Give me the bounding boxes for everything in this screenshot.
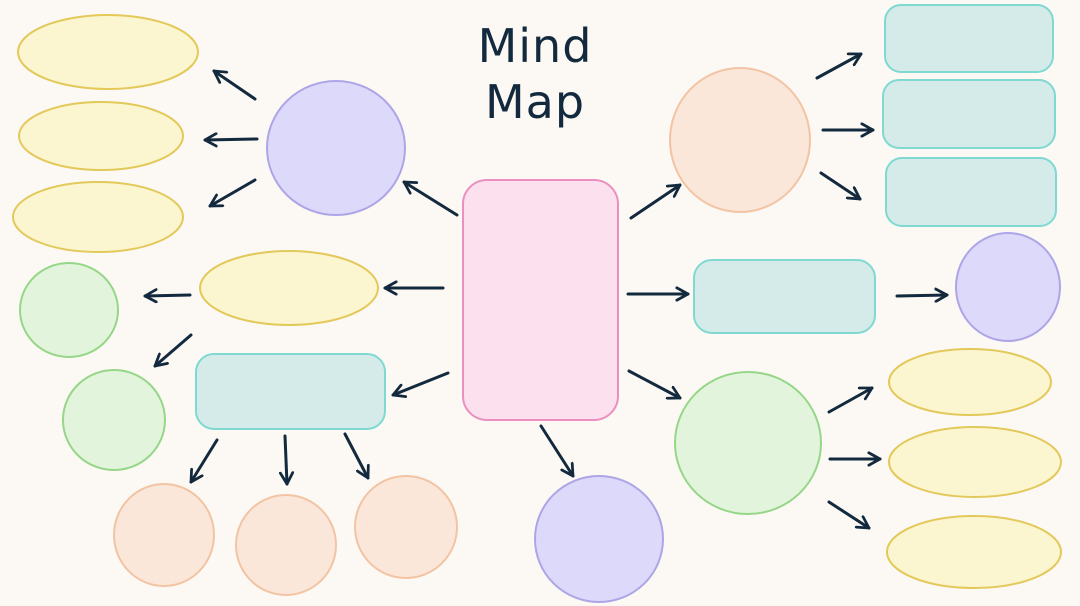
leaf-node-bottom-circle-1[interactable] bbox=[113, 483, 215, 587]
arrow-icon bbox=[827, 500, 871, 530]
title-line-2: Map bbox=[484, 75, 586, 129]
arrow-icon bbox=[343, 432, 368, 480]
leaf-node-bottom-right-oval-3[interactable] bbox=[886, 515, 1062, 589]
branch-node-left-rect[interactable] bbox=[195, 353, 386, 430]
branch-node-right-rect[interactable] bbox=[693, 259, 876, 334]
leaf-node-top-left-1[interactable] bbox=[17, 14, 199, 90]
central-node[interactable] bbox=[462, 179, 619, 421]
leaf-node-left-circle-2[interactable] bbox=[62, 369, 166, 471]
leaf-node-bottom-right-oval-1[interactable] bbox=[888, 348, 1052, 416]
arrow-icon bbox=[143, 295, 192, 296]
leaf-node-bottom-circle-2[interactable] bbox=[235, 494, 337, 596]
branch-node-lower-right-circle[interactable] bbox=[674, 371, 822, 515]
leaf-node-top-right-rect-2[interactable] bbox=[882, 79, 1056, 149]
arrow-icon bbox=[391, 371, 450, 395]
branch-node-upper-left-circle[interactable] bbox=[266, 80, 406, 216]
leaf-node-top-left-3[interactable] bbox=[12, 181, 184, 253]
leaf-node-top-right-rect-1[interactable] bbox=[884, 4, 1054, 73]
arrow-icon bbox=[895, 295, 949, 296]
branch-node-upper-right-circle[interactable] bbox=[669, 67, 811, 213]
arrow-icon bbox=[815, 52, 863, 80]
arrow-icon bbox=[212, 69, 257, 101]
leaf-node-right-circle[interactable] bbox=[955, 232, 1061, 342]
connector-arrows bbox=[143, 52, 949, 530]
arrow-icon bbox=[827, 386, 874, 414]
arrow-icon bbox=[819, 171, 862, 201]
arrow-icon bbox=[627, 369, 682, 398]
branch-node-left-oval[interactable] bbox=[199, 250, 379, 326]
page-title: Mind Map bbox=[430, 18, 640, 130]
arrow-icon bbox=[629, 183, 682, 220]
leaf-node-top-left-2[interactable] bbox=[18, 101, 184, 171]
title-line-1: Mind bbox=[477, 19, 593, 73]
branch-node-bottom-circle[interactable] bbox=[534, 475, 664, 603]
arrow-icon bbox=[189, 438, 219, 484]
arrow-icon bbox=[539, 424, 575, 478]
arrow-icon bbox=[208, 178, 257, 208]
leaf-node-bottom-right-oval-2[interactable] bbox=[888, 426, 1062, 498]
arrow-icon bbox=[402, 180, 459, 217]
arrow-icon bbox=[285, 434, 287, 486]
leaf-node-left-circle-1[interactable] bbox=[19, 262, 119, 358]
leaf-node-bottom-circle-3[interactable] bbox=[354, 475, 458, 579]
leaf-node-top-right-rect-3[interactable] bbox=[885, 157, 1057, 227]
arrow-icon bbox=[153, 333, 193, 368]
arrow-icon bbox=[203, 139, 259, 140]
